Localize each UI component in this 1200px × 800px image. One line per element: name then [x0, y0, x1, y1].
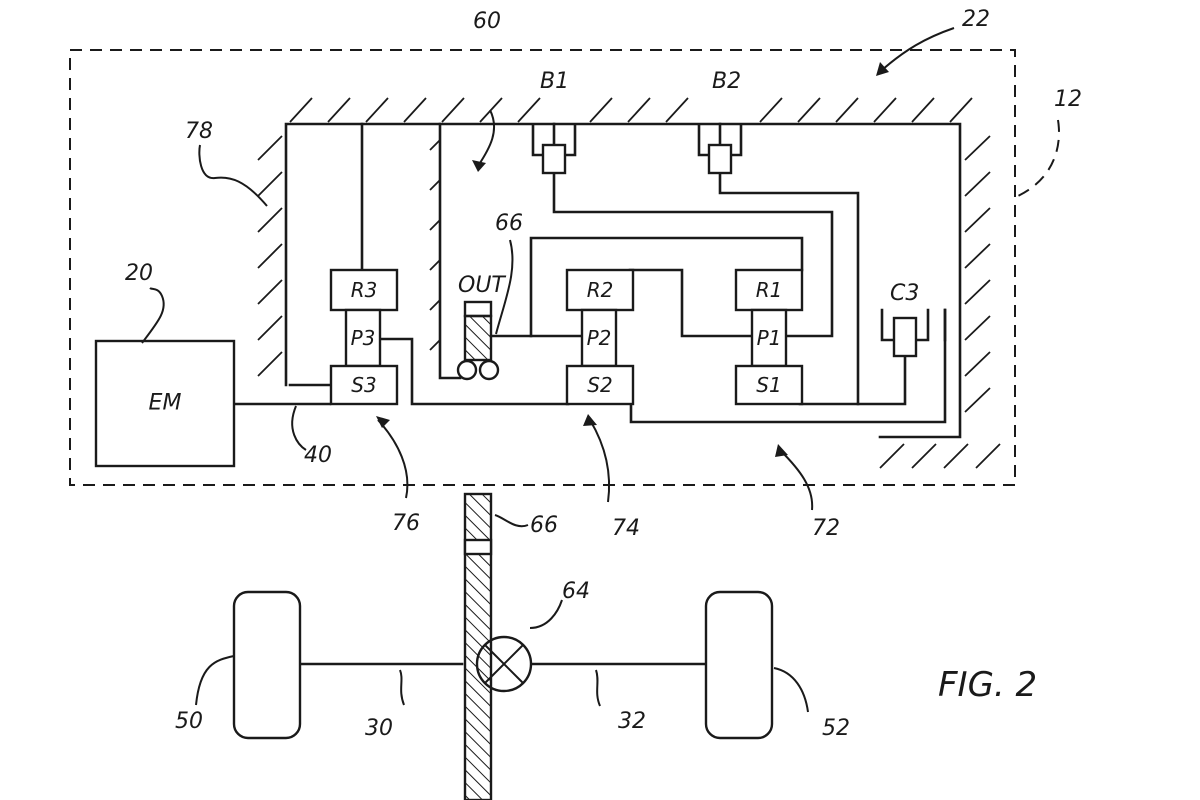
clutch-c3: [880, 308, 947, 358]
brake-b2: [697, 122, 743, 175]
drivetrain: [232, 492, 774, 800]
ground-frame: [284, 122, 962, 439]
driveshaft-gear-band: [463, 538, 493, 556]
p3-label: P3: [351, 326, 376, 350]
ref-32: 32: [618, 709, 646, 734]
b1-label: B1: [540, 69, 569, 94]
c3-label: C3: [890, 281, 919, 306]
ref-72: 72: [812, 516, 840, 541]
gear-set-1: [734, 268, 804, 406]
r3-label: R3: [351, 278, 378, 302]
connection-lines: [232, 122, 947, 424]
brake-b1: [531, 122, 577, 175]
left-wheel: [232, 590, 302, 740]
output-gear: [456, 300, 500, 381]
ref-66-bottom: 66: [530, 513, 558, 538]
r1-label: R1: [756, 278, 783, 302]
r2-label: R2: [587, 278, 614, 302]
ref-60: 60: [473, 9, 501, 34]
gear-set-3: [329, 268, 399, 406]
out-label: OUT: [458, 273, 506, 298]
b2-label: B2: [712, 69, 741, 94]
electric-machine-box: [94, 339, 236, 468]
ref-64: 64: [562, 579, 590, 604]
ref-78: 78: [185, 119, 213, 144]
ref-22: 22: [962, 7, 990, 32]
arrow-heads: [376, 62, 889, 457]
ref-76: 76: [392, 511, 420, 536]
s2-label: S2: [587, 373, 612, 397]
ref-66-top: 66: [495, 211, 523, 236]
p1-label: P1: [757, 326, 782, 350]
right-wheel: [704, 590, 774, 740]
ref-52: 52: [822, 716, 850, 741]
em-label: EM: [149, 391, 182, 416]
figure-label: FIG. 2: [938, 665, 1037, 705]
ref-50: 50: [175, 709, 203, 734]
ref-30: 30: [365, 716, 393, 741]
ref-40: 40: [304, 443, 332, 468]
ref-12: 12: [1054, 87, 1082, 112]
s1-label: S1: [756, 373, 781, 397]
s3-label: S3: [351, 373, 376, 397]
gear-set-2: [565, 268, 635, 406]
ref-74: 74: [612, 516, 640, 541]
leader-lines: [141, 27, 1060, 713]
housing-boundary: [69, 49, 1016, 486]
p2-label: P2: [587, 326, 612, 350]
ground-hatching: [257, 97, 1001, 469]
ref-20: 20: [125, 261, 153, 286]
